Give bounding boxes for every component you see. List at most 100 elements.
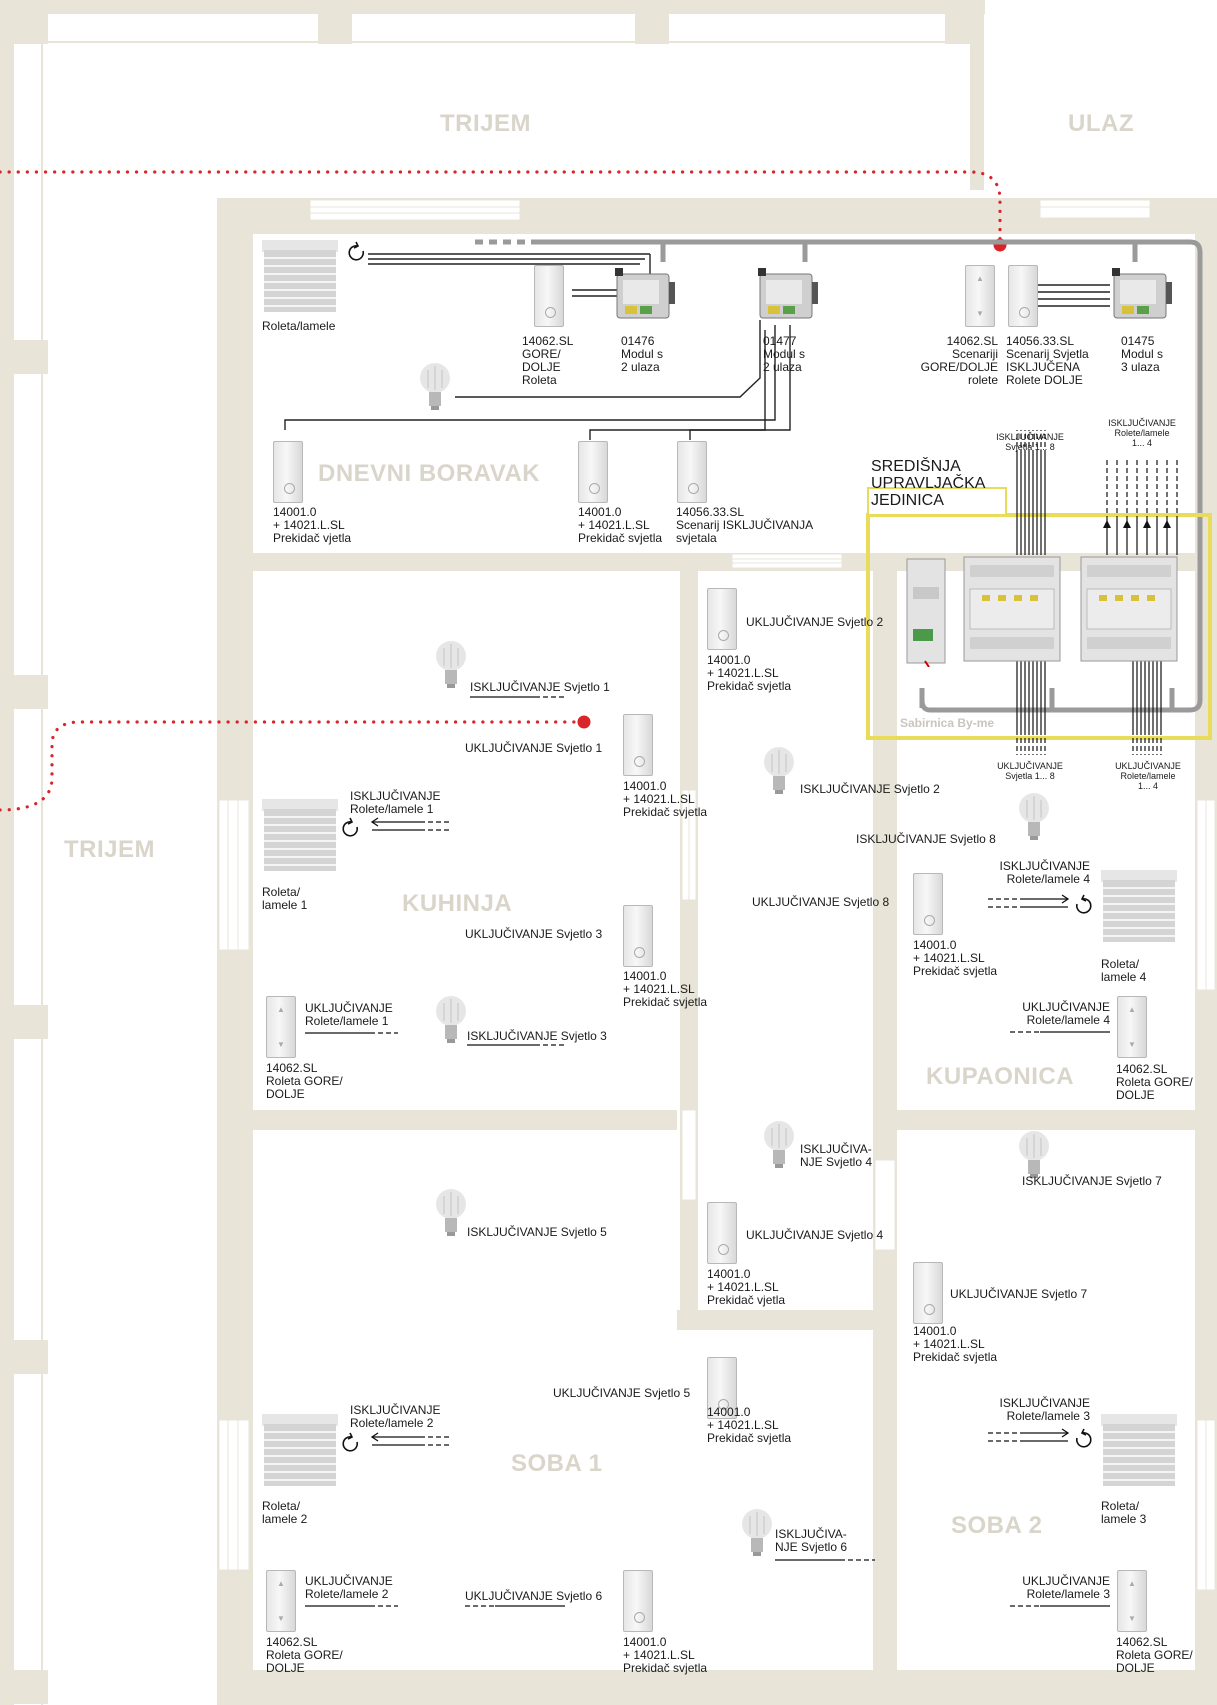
central-unit-title: SREDIŠNJA UPRAVLJAČKA JEDINICA — [871, 458, 986, 509]
shutter-label: Roleta/ lamele 1 — [262, 885, 308, 912]
device-label: 14001.0 + 14021.L.SL Prekidač svjetla — [623, 779, 708, 819]
action-label: ISKLJUČIVA- NJE Svjetlo 4 — [800, 1142, 873, 1169]
wall-switch-icon[interactable] — [623, 905, 653, 967]
wall-switch-icon[interactable] — [266, 1570, 296, 1632]
action-label: UKLJUČIVANJE Rolete/lamele 1 — [305, 1001, 393, 1028]
roller-shutter-icon — [262, 240, 338, 312]
room-label-kupaonica: KUPAONICA — [926, 1063, 1075, 1090]
module-label: 01477 Modul s 2 ulaza — [763, 334, 806, 374]
device-label: 14062.SL Roleta GORE/ DOLJE — [1116, 1635, 1193, 1675]
device-label: 14001.0 + 14021.L.SL Prekidač svjetla — [578, 505, 663, 545]
module-label: 01475 Modul s 3 ulaza — [1121, 334, 1164, 374]
light-bulb-icon — [436, 1189, 466, 1236]
pillars — [14, 14, 979, 1704]
roller-shutter-icon — [262, 1414, 338, 1486]
device-label: 14062.SL Roleta GORE/ DOLJE — [266, 1061, 343, 1101]
rotate-icons — [342, 241, 1092, 1452]
bus-label: Sabirnica By-me — [900, 716, 995, 730]
light-bulb-icon — [436, 641, 466, 688]
action-label: UKLJUČIVANJE Svjetlo 2 — [746, 615, 884, 629]
roller-shutter-icon — [1101, 870, 1177, 942]
room-label-kuhinja: KUHINJA — [402, 890, 513, 917]
device-label: 14056.33.SL Scenarij ISKLJUČIVANJA svjet… — [676, 505, 814, 545]
action-label: UKLJUČIVANJE Svjetlo 1 — [465, 741, 603, 755]
room-label-ulaz: ULAZ — [1068, 110, 1134, 137]
roller-shutter-icon — [1101, 1414, 1177, 1486]
action-label: UKLJUČIVANJE Rolete/lamele 4 — [1022, 1000, 1110, 1027]
action-label: ISKLJUČIVANJE Rolete/lamele 3 — [999, 1396, 1090, 1423]
device-label: 14001.0 + 14021.L.SL Prekidač svjetla — [623, 969, 708, 1009]
wall-switch-icon[interactable] — [677, 441, 707, 503]
wall-switch-icon[interactable] — [1117, 996, 1147, 1058]
cu-output-label: ISKLJUČIVANJE Svjetla 1... 8 — [996, 432, 1064, 452]
control-unit-icon — [963, 556, 1061, 662]
action-label: UKLJUČIVANJE Svjetlo 4 — [746, 1228, 884, 1242]
action-label: UKLJUČIVANJE Svjetlo 7 — [950, 1287, 1088, 1301]
action-label: UKLJUČIVANJE Svjetlo 8 — [752, 895, 890, 909]
shutter-label: Roleta/ lamele 4 — [1101, 957, 1147, 984]
wall-switch-icon[interactable] — [913, 1262, 943, 1324]
action-label: UKLJUČIVANJE Svjetlo 5 — [553, 1386, 691, 1400]
input-module-icon — [615, 268, 675, 319]
wall-switch-icon[interactable] — [707, 588, 737, 650]
action-label: UKLJUČIVANJE Rolete/lamele 3 — [1022, 1574, 1110, 1601]
device-label: 14056.33.SL Scenarij Svjetla ISKLJUČENA … — [1006, 334, 1089, 387]
action-label: ISKLJUČIVANJE Rolete/lamele 4 — [999, 859, 1090, 886]
cu-wires — [1016, 455, 1178, 730]
wall-switch-icon[interactable] — [913, 873, 943, 935]
device-label: 14001.0 + 14021.L.SL Prekidač vjetla — [273, 505, 352, 545]
action-label: ISKLJUČIVANJE Svjetlo 1 — [470, 680, 610, 694]
wall-switch-icon[interactable] — [623, 1570, 653, 1632]
cu-input-label: UKLJUČIVANJE Rolete/lamele 1... 4 — [1115, 761, 1181, 791]
terrace-border — [0, 0, 985, 1705]
action-label: UKLJUČIVANJE Rolete/lamele 2 — [305, 1574, 393, 1601]
shutter-label: Roleta/lamele — [262, 319, 336, 333]
shutter-label: Roleta/ lamele 2 — [262, 1499, 308, 1526]
light-bulb-icon — [1019, 1131, 1049, 1178]
central-unit-frame — [866, 513, 1212, 740]
action-label: ISKLJUČIVANJE Svjetlo 7 — [1022, 1174, 1162, 1188]
device-label: 14001.0 + 14021.L.SL Prekidač vjetla — [707, 1267, 786, 1307]
cu-input-label: UKLJUČIVANJE Svjetla 1... 8 — [997, 761, 1063, 781]
wall-switch-icon[interactable] — [623, 714, 653, 776]
power-supply-icon — [906, 558, 946, 667]
control-unit-icon — [1080, 556, 1178, 662]
wall-switch-icon[interactable] — [266, 996, 296, 1058]
action-label: ISKLJUČIVANJE Svjetlo 8 — [856, 832, 996, 846]
wall-switch-icon[interactable] — [965, 265, 995, 327]
input-module-icon — [758, 268, 818, 319]
action-label: ISKLJUČIVANJE Svjetlo 2 — [800, 782, 940, 796]
device-label: 14062.SL Scenariji GORE/DOLJE rolete — [920, 334, 998, 387]
light-bulb-icon — [742, 1509, 772, 1556]
shutter-label: Roleta/ lamele 3 — [1101, 1499, 1147, 1526]
action-label: UKLJUČIVANJE Svjetlo 6 — [465, 1589, 603, 1603]
light-bulb-icon — [1019, 793, 1049, 840]
wall-switch-icon[interactable] — [1117, 1570, 1147, 1632]
dotted-connections — [0, 170, 1002, 812]
wall-switch-icon[interactable] — [578, 441, 608, 503]
action-label: ISKLJUČIVANJE Rolete/lamele 1 — [350, 789, 441, 816]
wall-switch-icon[interactable] — [534, 265, 564, 327]
light-bulb-icon — [764, 747, 794, 794]
action-label: ISKLJUČIVA- NJE Svjetlo 6 — [775, 1527, 848, 1554]
room-label-soba2: SOBA 2 — [951, 1512, 1043, 1539]
input-module-icon — [1112, 268, 1172, 319]
device-label: 14062.SL Roleta GORE/ DOLJE — [1116, 1062, 1193, 1102]
light-bulb-icon — [436, 996, 466, 1043]
action-label: UKLJUČIVANJE Svjetlo 3 — [465, 927, 603, 941]
bus-line — [535, 239, 1203, 713]
room-label-soba1: SOBA 1 — [511, 1450, 603, 1477]
device-label: 14001.0 + 14021.L.SL Prekidač svjetla — [623, 1635, 708, 1675]
wall-switch-icon[interactable] — [1008, 265, 1038, 327]
wire-symbols — [305, 696, 1110, 1607]
wires — [284, 253, 1110, 440]
wall-switch-icon[interactable] — [273, 441, 303, 503]
module-label: 01476 Modul s 2 ulaza — [621, 334, 664, 374]
wall-switch-icon[interactable] — [707, 1357, 737, 1419]
action-label: ISKLJUČIVANJE Svjetlo 3 — [467, 1029, 607, 1043]
wall-switch-icon[interactable] — [707, 1202, 737, 1264]
room-label-trijem-left: TRIJEM — [64, 836, 156, 863]
device-label: 14001.0 + 14021.L.SL Prekidač svjetla — [913, 1324, 998, 1364]
roller-shutter-icon — [262, 799, 338, 871]
